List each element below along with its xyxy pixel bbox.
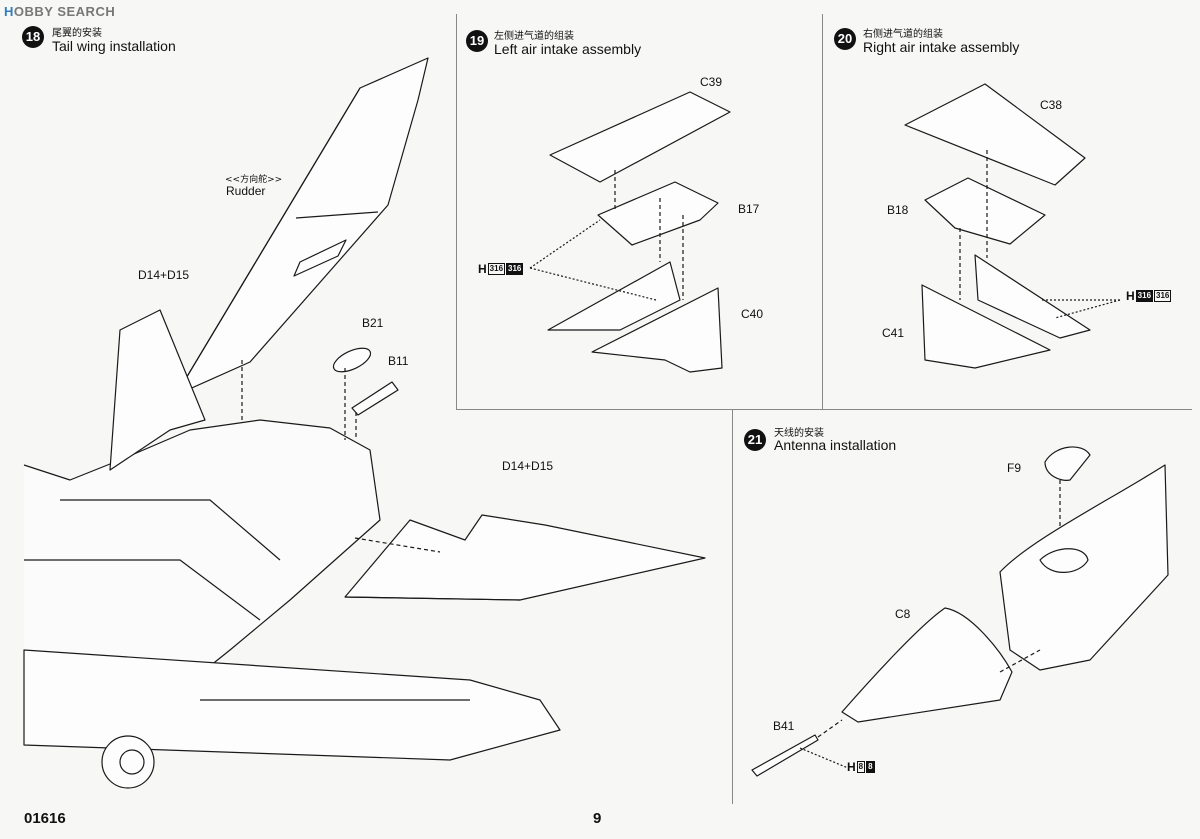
b41-label: B41 [773, 719, 795, 733]
h-callout-right: H 316 316 [1126, 289, 1172, 303]
b41-part [751, 734, 819, 777]
fuselage-nose-part [999, 464, 1169, 671]
h-cell-antenna-1: 8 [856, 761, 866, 773]
b21-label: B21 [362, 316, 384, 330]
c8-label: C8 [895, 607, 911, 621]
divider-vertical-1 [456, 14, 457, 409]
step-18-title-en: Tail wing installation [52, 38, 176, 54]
watermark-brand: OBBY SEARCH [13, 4, 116, 19]
c41-label: C41 [882, 326, 905, 340]
h-cell-left-1: 316 [487, 263, 506, 275]
page-number: 9 [593, 810, 602, 827]
h-cell-right-1: 316 [1135, 290, 1154, 302]
divider-horizontal [456, 409, 1192, 410]
b17-part [597, 181, 719, 246]
b11-label: B11 [388, 354, 409, 368]
step-19-badge: 19 [466, 30, 488, 52]
step-18-badge: 18 [22, 26, 44, 48]
wing-part [23, 649, 561, 761]
rudder-label: Rudder [226, 184, 266, 198]
d14-d15-label-stabilizer: D14+D15 [502, 459, 554, 473]
rudder-label-cn: <<方向舵>> [225, 175, 283, 185]
b18-part [924, 177, 1046, 245]
h-cell-right-2: 316 [1154, 290, 1172, 302]
h-cell-antenna-2: 8 [866, 761, 875, 773]
watermark-mark: H [4, 4, 14, 19]
c40-label: C40 [741, 307, 764, 321]
stabilizer-part [344, 514, 706, 601]
step-19-title-en: Left air intake assembly [494, 41, 642, 57]
f9-label: F9 [1007, 461, 1022, 475]
b18-label: B18 [887, 203, 909, 217]
divider-vertical-3 [732, 409, 733, 804]
h-callout-left: H 316 316 [478, 262, 524, 276]
step-21-title-en: Antenna installation [774, 437, 897, 453]
h-callout-antenna: H 8 8 [847, 760, 875, 774]
divider-vertical-2 [822, 14, 823, 409]
step-20-title-en: Right air intake assembly [863, 39, 1020, 55]
h-letter-antenna: H [847, 760, 856, 774]
f9-part [1044, 446, 1091, 481]
c38-part [904, 83, 1086, 186]
h-letter-left: H [478, 262, 487, 276]
rudder-part [175, 57, 429, 396]
step-19-title-cn: 左侧进气道的组装 [494, 31, 574, 42]
c38-label: C38 [1040, 98, 1063, 112]
step-21-title-cn: 天线的安装 [774, 428, 824, 439]
b17-label: B17 [738, 202, 760, 216]
c41-part [921, 284, 1051, 369]
step-21-badge: 21 [744, 429, 766, 451]
h-cell-left-2: 316 [506, 263, 524, 275]
step-20-title-cn: 右侧进气道的组装 [863, 29, 943, 40]
c39-part [549, 91, 731, 183]
c40-part [547, 261, 681, 331]
h-letter-right: H [1126, 289, 1135, 303]
c8-part [841, 607, 1013, 723]
c39-label: C39 [700, 75, 723, 89]
d14-d15-label-fin: D14+D15 [138, 268, 190, 282]
step-18-title-cn: 尾翼的安装 [52, 28, 102, 39]
kit-code: 01616 [24, 810, 66, 827]
watermark-logo: HOBBY SEARCH [4, 4, 115, 19]
step-20-badge: 20 [834, 28, 856, 50]
